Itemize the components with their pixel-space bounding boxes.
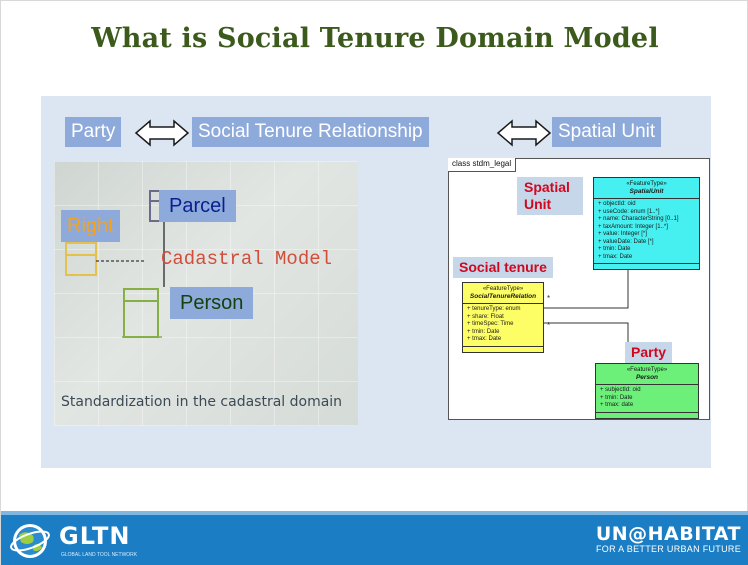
multiplicity-label: * bbox=[547, 294, 551, 303]
party-chip: Party bbox=[65, 117, 122, 147]
double-arrow-icon bbox=[134, 119, 190, 147]
un-habitat-tagline: FOR A BETTER URBAN FUTURE bbox=[595, 544, 741, 554]
class-operations bbox=[594, 263, 699, 269]
social-tenure-class: «FeatureType» SocialTenureRelation + ten… bbox=[462, 282, 544, 353]
gltn-logo-subtitle: GLOBAL LAND TOOL NETWORK bbox=[61, 552, 138, 558]
spatial-unit-chip: Spatial Unit bbox=[552, 117, 662, 147]
un-habitat-logo: UN@HABITAT FOR A BETTER URBAN FUTURE bbox=[596, 523, 741, 554]
class-stereotype: «FeatureType» bbox=[482, 286, 524, 292]
class-operations bbox=[596, 411, 698, 418]
class-attribute: + subjectId: oid bbox=[600, 387, 641, 393]
class-attribute: + valueDate: Date [*] bbox=[598, 238, 654, 245]
class-attribute: + tmax: Date bbox=[598, 253, 633, 260]
gltn-logo-text: GLTN bbox=[59, 522, 131, 550]
class-attribute: + value: Integer [*] bbox=[598, 231, 647, 237]
class-name: SocialTenureRelation bbox=[469, 293, 537, 300]
photo-caption: Standardization in the cadastral domain bbox=[61, 394, 343, 410]
party-callout: Party bbox=[625, 342, 673, 363]
class-attribute: + tenureType: enum bbox=[467, 306, 521, 312]
un-habitat-logo-text: UN@HABITAT bbox=[595, 523, 741, 545]
person-label: Person bbox=[170, 287, 254, 319]
right-label: Right bbox=[61, 210, 120, 242]
multiplicity-label: * bbox=[547, 321, 551, 330]
class-stereotype: «FeatureType» bbox=[626, 367, 668, 373]
class-attribute: + useCode: enum [1..*] bbox=[598, 208, 660, 215]
spatial-unit-class: «FeatureType» SpatialUnit + objectId: oi… bbox=[593, 177, 700, 270]
footer-bar bbox=[1, 515, 748, 565]
footer-accent-line bbox=[1, 511, 748, 515]
person-class: «FeatureType» Person + subjectId: oid + … bbox=[595, 363, 699, 419]
slide-title: What is Social Tenure Domain Model bbox=[91, 23, 659, 54]
class-name: Person bbox=[635, 374, 659, 381]
class-attribute: + tmin: Date bbox=[467, 328, 500, 335]
class-attribute: + tmin: Date bbox=[598, 246, 631, 252]
spatial-unit-callout: Spatial Unit bbox=[517, 177, 583, 215]
class-attribute: + tmax: Date bbox=[467, 336, 502, 342]
class-attribute: + name: CharacterString [0..1] bbox=[598, 216, 679, 222]
class-attribute: + timeSpec: Time bbox=[467, 321, 514, 327]
double-arrow-icon bbox=[496, 119, 552, 147]
class-attribute: + taxAmount: Integer [1..*] bbox=[598, 223, 668, 230]
class-name: SpatialUnit bbox=[629, 188, 664, 195]
class-attribute: + tmin: Date bbox=[600, 394, 633, 401]
class-attribute: + tmax: date bbox=[600, 402, 634, 408]
class-operations bbox=[463, 345, 543, 352]
uml-frame-title: class stdm_legal bbox=[448, 158, 517, 172]
cadastral-model-text: Cadastral Model bbox=[161, 248, 333, 270]
gltn-globe-icon bbox=[10, 524, 50, 558]
class-attribute: + share: Float bbox=[467, 313, 504, 320]
social-tenure-callout: Social tenure bbox=[453, 257, 553, 278]
parcel-label: Parcel bbox=[159, 190, 236, 222]
class-stereotype: «FeatureType» bbox=[626, 181, 667, 187]
social-tenure-relationship-chip: Social Tenure Relationship bbox=[192, 117, 429, 147]
class-attribute: + objectId: oid bbox=[598, 201, 636, 207]
